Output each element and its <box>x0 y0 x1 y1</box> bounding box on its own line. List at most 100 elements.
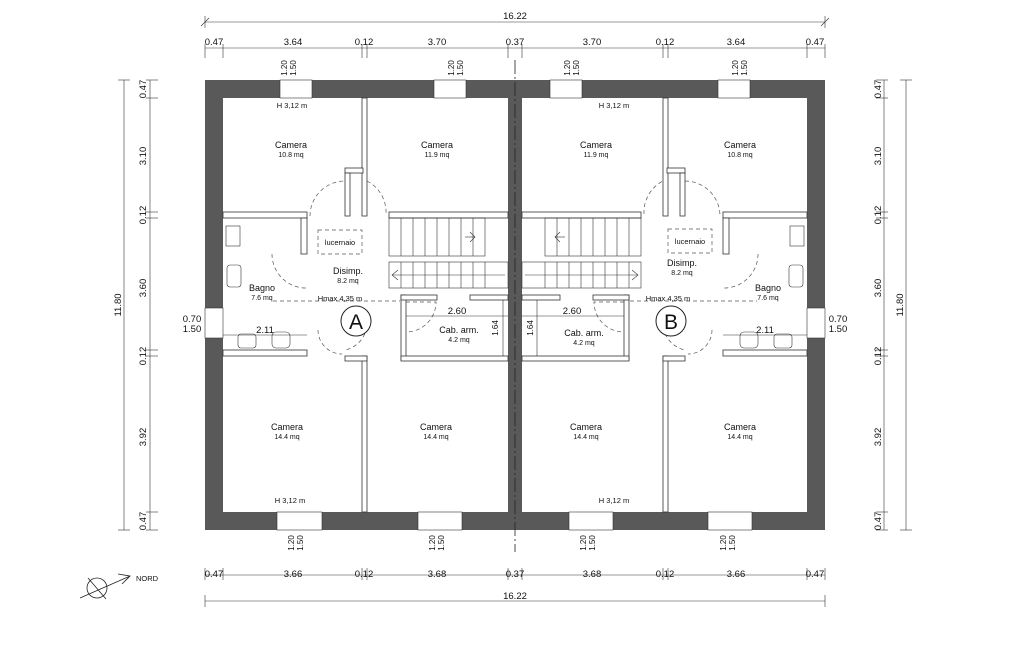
dim-top-8: 0.47 <box>806 37 825 48</box>
bottom-dimensions: 0.47 3.66 0.12 3.68 0.37 3.68 0.12 3.66 … <box>204 568 826 607</box>
cab-b-height: 1.64 <box>526 320 535 336</box>
window-top-4 <box>717 79 751 99</box>
room-bagno-b: Bagno <box>755 283 781 293</box>
north-arrow-icon <box>79 573 131 600</box>
window-bottom-1 <box>276 511 323 531</box>
dim-right-6: 0.47 <box>873 512 884 531</box>
win-tag-h: 1.20 <box>280 60 289 76</box>
window-right-bagno <box>806 307 826 339</box>
window-bottom-2 <box>417 511 463 531</box>
dim-bottom-6: 0.12 <box>656 569 675 580</box>
unit-b-label: B <box>664 311 678 334</box>
height-note-top-b: H 3,12 m <box>599 101 629 110</box>
side-window-left-w: 1.50 <box>183 324 202 335</box>
dim-bottom-7: 3.66 <box>727 569 746 580</box>
skylight-a-label: lucernaio <box>325 238 355 247</box>
dim-left-0: 0.47 <box>138 80 149 99</box>
room-camera-b2-area: 11.9 mq <box>584 152 609 159</box>
room-camera-b4: Camera <box>570 422 602 432</box>
hmax-note-b: Hmax 4,35 m <box>646 294 691 303</box>
win-tag-w: 1.50 <box>728 535 737 551</box>
staircase-a <box>388 217 509 289</box>
unit-marker-b: B <box>655 305 687 337</box>
room-camera-a3: Camera <box>271 422 303 432</box>
dim-bottom-2: 0.12 <box>355 569 374 580</box>
side-window-left-h: 0.70 <box>183 314 202 325</box>
win-tag-w: 1.50 <box>437 535 446 551</box>
room-camera-a3-area: 14.4 mq <box>274 434 299 441</box>
room-camera-b2: Camera <box>580 140 612 150</box>
cab-a-width: 2.60 <box>448 306 467 317</box>
bath-b-width: 2.11 <box>756 325 774 336</box>
win-tag-h: 1.20 <box>719 535 728 551</box>
unit-marker-a: A <box>340 305 372 337</box>
dim-bottom-8: 0.47 <box>806 569 825 580</box>
left-dimensions: 11.80 0.47 3.10 0.12 3.60 0.12 3.92 0.47 <box>113 79 158 531</box>
room-bagno-b-area: 7.6 mq <box>757 295 779 302</box>
room-disimp-a-area: 8.2 mq <box>337 278 359 285</box>
win-tag-w: 1.50 <box>296 535 305 551</box>
dim-right-2: 0.12 <box>873 206 884 225</box>
total-height-right: 11.80 <box>895 293 906 316</box>
dim-top-4: 0.37 <box>506 37 525 48</box>
height-note-top-a: H 3,12 m <box>277 101 307 110</box>
room-camera-a4-area: 14.4 mq <box>423 434 448 441</box>
unit-a-label: A <box>349 311 363 334</box>
dim-right-0: 0.47 <box>873 80 884 99</box>
dim-left-1: 3.10 <box>138 147 149 166</box>
dim-bottom-5: 3.68 <box>583 569 602 580</box>
window-bottom-3 <box>568 511 614 531</box>
dim-top-1: 3.64 <box>284 37 303 48</box>
exterior-walls <box>204 79 826 531</box>
room-camera-a1-area: 10.8 mq <box>278 152 303 159</box>
window-top-1 <box>279 79 313 99</box>
height-notes: H 3,12 m H 3,12 m H 3,12 m H 3,12 m Hmax… <box>275 101 691 505</box>
room-camera-b1: Camera <box>724 140 756 150</box>
right-dimensions: 11.80 0.47 3.10 0.12 3.60 0.12 3.92 0.47 <box>873 79 912 531</box>
room-cab-a-area: 4.2 mq <box>448 337 470 344</box>
side-window-right-w: 1.50 <box>829 324 848 335</box>
dim-top-6: 0.12 <box>656 37 675 48</box>
height-note-bottom-a: H 3,12 m <box>275 496 305 505</box>
interior-dimensions: 2.60 1.64 2.60 1.64 2.11 2.11 <box>223 300 807 356</box>
win-tag-h: 1.20 <box>731 60 740 76</box>
room-bagno-a-area: 7.6 mq <box>251 295 273 302</box>
room-camera-a4: Camera <box>420 422 452 432</box>
window-dimension-tags: 1.20 1.50 1.20 1.50 1.20 1.50 1.20 1.50 … <box>183 60 848 551</box>
window-bottom-4 <box>707 511 753 531</box>
room-camera-b1-area: 10.8 mq <box>727 152 752 159</box>
total-height-left: 11.80 <box>113 293 124 316</box>
dim-bottom-3: 3.68 <box>428 569 447 580</box>
cab-b-width: 2.60 <box>563 306 582 317</box>
win-tag-h: 1.20 <box>579 535 588 551</box>
window-top-2 <box>433 79 467 99</box>
win-tag-w: 1.50 <box>456 60 465 76</box>
window-left-bagno <box>204 307 224 339</box>
north-label: NORD <box>136 574 159 583</box>
dim-top-3: 3.70 <box>428 37 447 48</box>
win-tag-h: 1.20 <box>287 535 296 551</box>
dim-bottom-0: 0.47 <box>205 569 224 580</box>
cab-a-height: 1.64 <box>491 320 500 336</box>
dim-bottom-1: 3.66 <box>284 569 303 580</box>
total-width-bottom: 16.22 <box>503 591 527 602</box>
window-top-3 <box>549 79 583 99</box>
top-dimensions: 16.22 0.47 3.64 0.12 3.70 0.37 3.70 0.12… <box>200 11 830 58</box>
room-labels: Camera 10.8 mq Camera 11.9 mq Camera 11.… <box>249 140 781 441</box>
room-camera-b3-area: 14.4 mq <box>727 434 752 441</box>
dim-right-5: 3.92 <box>873 428 884 447</box>
room-cab-b-area: 4.2 mq <box>573 340 595 347</box>
room-camera-b3: Camera <box>724 422 756 432</box>
bathroom-fixtures-a <box>225 225 291 349</box>
dim-left-3: 3.60 <box>138 279 149 298</box>
dim-left-6: 0.47 <box>138 512 149 531</box>
room-bagno-a: Bagno <box>249 283 275 293</box>
room-camera-a2: Camera <box>421 140 453 150</box>
skylight-b <box>667 228 713 254</box>
win-tag-w: 1.50 <box>740 60 749 76</box>
interior-walls <box>222 97 808 513</box>
dim-right-1: 3.10 <box>873 147 884 166</box>
staircase-b <box>521 217 642 289</box>
room-camera-a2-area: 11.9 mq <box>425 152 450 159</box>
